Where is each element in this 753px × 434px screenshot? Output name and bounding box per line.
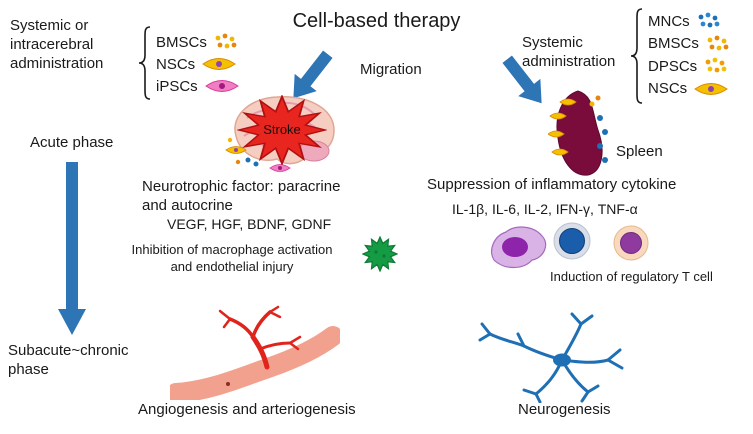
neurogenesis-label: Neurogenesis xyxy=(518,401,611,418)
blue-dots-cells-icon xyxy=(698,12,720,28)
neurogenesis-neuron-graphic xyxy=(478,312,624,403)
right-cell-list: MNCs BMSCs DPSCs NSCs xyxy=(648,10,732,100)
inhibition-label: Inhibition of macrophage activation and … xyxy=(131,242,333,274)
spleen-graphic xyxy=(548,90,608,176)
neurotrophic-heading: Neurotrophic factor: paracrine and autoc… xyxy=(142,178,341,215)
angiogenesis-label: Angiogenesis and arteriogenesis xyxy=(138,401,356,418)
page-title: Cell-based therapy xyxy=(292,10,461,32)
acute-phase-label: Acute phase xyxy=(30,134,114,151)
macrophage-icon xyxy=(362,236,398,272)
migration-arrow-left-icon xyxy=(293,50,333,99)
suppression-heading: Suppression of inflammatory cytokine xyxy=(427,176,677,193)
cell-name: BMSCs xyxy=(648,35,699,53)
migration-arrow-right-icon xyxy=(502,55,542,104)
migration-label: Migration xyxy=(360,61,422,78)
right-brace-icon xyxy=(630,8,643,104)
list-item: NSCs xyxy=(156,53,240,75)
induction-label: Induction of regulatory T cell xyxy=(550,269,713,284)
left-brace-icon xyxy=(138,26,151,100)
angiogenesis-vessel-graphic xyxy=(170,305,340,400)
list-item: MNCs xyxy=(648,10,732,33)
cell-name: NSCs xyxy=(648,80,688,98)
pink-spindle-cell-icon xyxy=(204,80,239,92)
orange-dots-cells-icon xyxy=(705,57,727,73)
cell-name: MNCs xyxy=(648,12,690,30)
list-item: DPSCs xyxy=(648,55,732,78)
yellow-dots-cells-icon xyxy=(215,33,237,49)
right-administration-label: Systemic administration xyxy=(522,34,616,71)
list-item: BMSCs xyxy=(156,31,240,53)
regulatory-t-cell-purple-icon xyxy=(491,226,547,269)
yellow-spindle-cell-icon xyxy=(202,58,237,70)
list-item: iPSCs xyxy=(156,75,240,97)
cell-name: BMSCs xyxy=(156,33,207,51)
left-cell-list: BMSCs NSCs iPSCs xyxy=(156,31,240,97)
cell-name: DPSCs xyxy=(648,57,698,75)
stroke-label: Stroke xyxy=(263,122,301,137)
list-item: NSCs xyxy=(648,78,732,101)
stroke-starburst-icon xyxy=(237,95,327,165)
cytokine-list: IL-1β, IL-6, IL-2, IFN-γ, TNF-α xyxy=(452,201,638,217)
subacute-phase-label: Subacute~chronic phase xyxy=(8,342,129,379)
list-item: BMSCs xyxy=(648,33,732,56)
neurotrophic-factors: VEGF, HGF, BDNF, GDNF xyxy=(167,216,332,232)
spleen-label: Spleen xyxy=(616,143,663,160)
yellow-spindle-cell-icon xyxy=(694,82,729,95)
timeline-arrow-icon xyxy=(58,162,86,335)
cell-name: iPSCs xyxy=(156,77,198,95)
lymphocyte-blue-icon xyxy=(553,222,591,260)
left-administration-label: Systemic or intracerebral administration xyxy=(10,17,104,73)
yellow-dots-cells-icon xyxy=(707,35,729,51)
monocyte-orange-icon xyxy=(613,225,649,261)
cell-name: NSCs xyxy=(156,55,196,73)
